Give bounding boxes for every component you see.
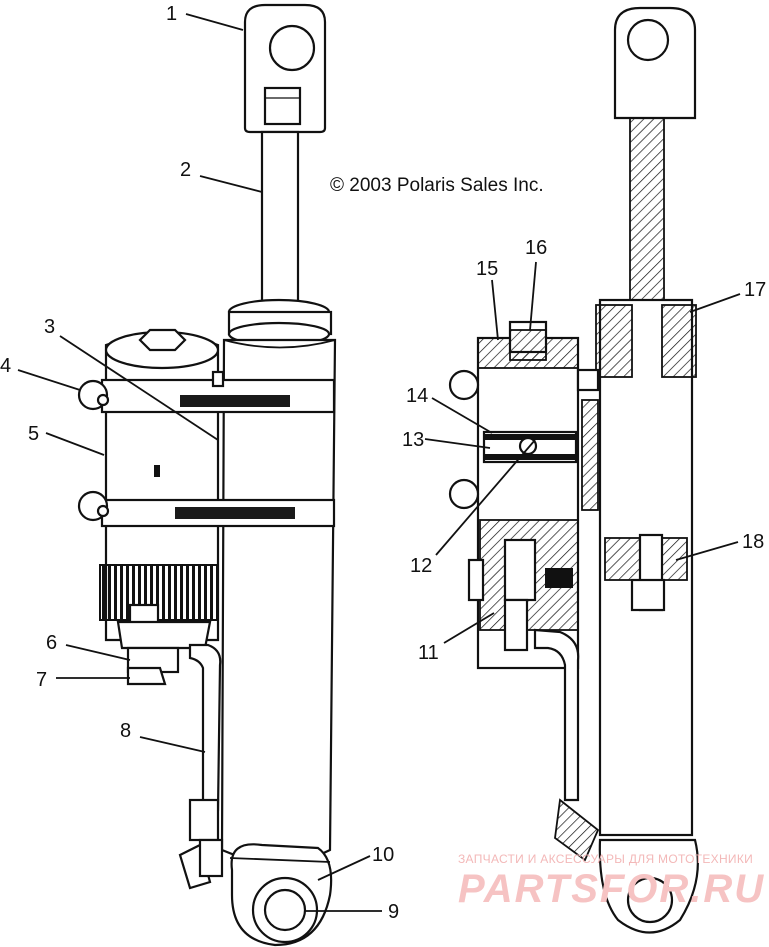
leader-lines (17, 13, 741, 912)
callout-2: 2 (180, 159, 191, 181)
copyright-text: © 2003 Polaris Sales Inc. (330, 175, 544, 196)
callout-14: 14 (406, 385, 428, 407)
callout-5: 5 (28, 423, 39, 445)
watermark: ЗАПЧАСТИ И АКСЕССУАРЫ ДЛЯ МОТОТЕХНИКИ PA… (458, 852, 765, 911)
callout-12: 12 (410, 555, 432, 577)
callout-16: 16 (525, 237, 547, 259)
callout-11: 11 (418, 642, 439, 664)
callout-8: 8 (120, 720, 131, 742)
piston-shaft (260, 130, 300, 309)
callout-1: 1 (166, 3, 177, 25)
callout-10: 10 (372, 844, 394, 866)
callout-4: 4 (0, 355, 11, 377)
callout-6: 6 (46, 632, 57, 654)
callout-15: 15 (476, 258, 498, 280)
callout-9: 9 (388, 901, 399, 923)
callout-18: 18 (742, 531, 764, 553)
eyelet-collar (263, 86, 302, 126)
bleed-screw (126, 666, 167, 686)
shock-body (220, 338, 337, 864)
watermark-line2: PARTSFOR.RU (458, 867, 765, 911)
shock-cutaway-view (448, 6, 699, 934)
callout-labels: 1 2 3 4 5 6 7 8 9 10 11 12 13 14 15 16 1… (0, 3, 766, 923)
callout-7: 7 (36, 669, 47, 691)
watermark-line1: ЗАПЧАСТИ И АКСЕССУАРЫ ДЛЯ МОТОТЕХНИКИ (458, 852, 753, 866)
callout-17: 17 (744, 279, 766, 301)
hose (188, 643, 222, 812)
callout-13: 13 (402, 429, 424, 451)
shock-exterior-view (77, 3, 337, 947)
eyelet-hole (268, 24, 316, 72)
callout-3: 3 (44, 316, 55, 338)
